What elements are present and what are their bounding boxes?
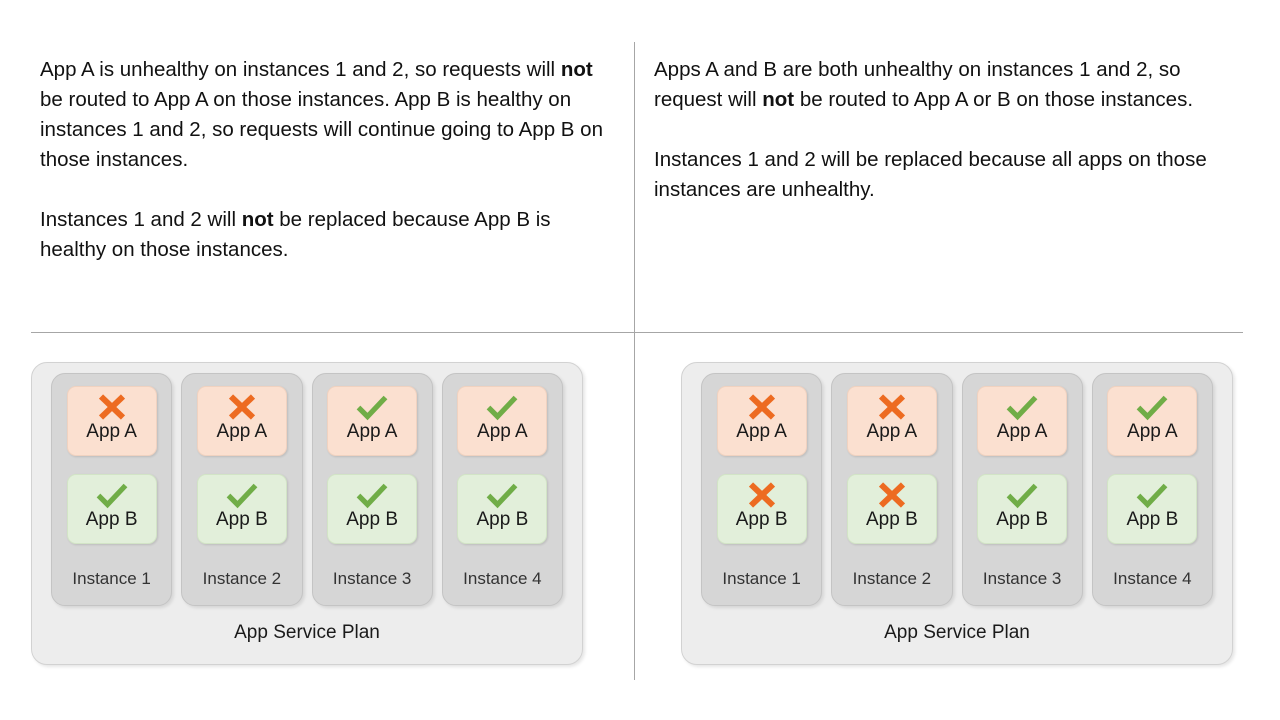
app-card-app-a[interactable]: App A — [327, 386, 418, 456]
app-card-label: App B — [865, 509, 918, 530]
app-card-app-b[interactable]: App B — [66, 474, 157, 544]
app-card-label: App B — [996, 509, 1048, 530]
app-card-label: App B — [215, 509, 268, 530]
paragraph-1: App A is unhealthy on instances 1 and 2,… — [40, 55, 606, 175]
app-card-app-b[interactable]: App B — [1107, 474, 1198, 544]
app-card-app-a[interactable]: App A — [977, 386, 1068, 456]
body-text: Instances 1 and 2 will — [40, 208, 242, 231]
instance-card[interactable]: App A App B Instance 2 — [831, 373, 953, 606]
body-text: be routed to App A or B on those instanc… — [794, 88, 1194, 111]
check-icon — [1137, 483, 1168, 509]
app-card-label: App A — [216, 421, 268, 442]
cross-icon — [748, 482, 775, 508]
emphasis-text: not — [560, 58, 593, 81]
app-card-label: App A — [346, 421, 398, 442]
instance-label: Instance 2 — [202, 569, 282, 588]
app-card-app-b[interactable]: App B — [716, 474, 807, 544]
app-card-label: App A — [736, 421, 787, 442]
app-card-label: App B — [1126, 509, 1179, 530]
app-card-label: App A — [477, 421, 528, 442]
instance-card[interactable]: App A App B Instance 3 — [311, 373, 433, 606]
app-card-label: App A — [866, 421, 918, 442]
vertical-divider — [634, 42, 635, 680]
app-card-app-a[interactable]: App A — [846, 386, 937, 456]
app-card-app-b[interactable]: App B — [846, 474, 937, 544]
right-description-text: Apps A and B are both unhealthy on insta… — [654, 55, 1212, 205]
app-card-label: App B — [476, 509, 529, 530]
paragraph-2: Instances 1 and 2 will be replaced becau… — [654, 145, 1212, 205]
app-card-app-a[interactable]: App A — [196, 386, 287, 456]
instance-card[interactable]: App A App B Instance 1 — [701, 373, 823, 606]
right-plan-label: App Service Plan — [884, 622, 1030, 643]
app-card-label: App B — [85, 509, 138, 530]
app-card-label: App A — [1127, 421, 1178, 442]
app-card-label: App A — [86, 421, 137, 442]
instance-label: Instance 3 — [332, 569, 412, 588]
app-card-app-b[interactable]: App B — [196, 474, 287, 544]
instance-card[interactable]: App A App B Instance 4 — [1091, 373, 1213, 606]
instance-card[interactable]: App A App B Instance 3 — [961, 373, 1083, 606]
left-instances-row: App A App B Instance 1 App A App B Instance 2… — [51, 373, 563, 606]
body-text: Apps A and B are both unhealthy on insta… — [654, 58, 1181, 111]
check-icon — [356, 483, 388, 509]
app-card-app-a[interactable]: App A — [457, 386, 548, 456]
check-icon — [1006, 395, 1038, 421]
instance-label: Instance 2 — [852, 569, 932, 588]
app-card-label: App B — [346, 509, 398, 530]
cross-icon — [98, 394, 125, 420]
app-card-app-b[interactable]: App B — [977, 474, 1068, 544]
app-card-app-b[interactable]: App B — [327, 474, 418, 544]
left-description-text: App A is unhealthy on instances 1 and 2,… — [40, 55, 606, 265]
cross-icon — [878, 394, 905, 420]
check-icon — [487, 395, 518, 421]
right-instances-row: App A App B Instance 1 App A App B Instance 2… — [701, 373, 1213, 606]
left-app-service-plan: App A App B Instance 1 App A App B Instance 2… — [31, 362, 583, 665]
instance-card[interactable]: App A App B Instance 2 — [181, 373, 303, 606]
instance-label: Instance 4 — [463, 569, 542, 588]
app-card-app-b[interactable]: App B — [457, 474, 548, 544]
cross-icon — [878, 482, 905, 508]
check-icon — [356, 395, 388, 421]
app-card-label: App A — [996, 421, 1048, 442]
instance-label: Instance 1 — [722, 569, 801, 588]
check-icon — [1006, 483, 1038, 509]
cross-icon — [228, 394, 255, 420]
instance-label: Instance 3 — [982, 569, 1062, 588]
paragraph-1: Apps A and B are both unhealthy on insta… — [654, 55, 1212, 115]
app-card-app-a[interactable]: App A — [66, 386, 157, 456]
instance-label: Instance 1 — [72, 569, 151, 588]
paragraph-2: Instances 1 and 2 will not be replaced b… — [40, 205, 606, 265]
body-text: be routed to App A on those instances. A… — [40, 88, 603, 171]
emphasis-text: not — [241, 208, 274, 231]
app-card-label: App B — [735, 509, 788, 530]
cross-icon — [748, 394, 775, 420]
check-icon — [226, 483, 258, 509]
check-icon — [96, 483, 128, 509]
instance-label: Instance 4 — [1113, 569, 1192, 588]
body-text: be replaced because App B is healthy on … — [40, 208, 551, 261]
horizontal-divider — [31, 332, 1243, 333]
left-plan-label: App Service Plan — [234, 622, 380, 643]
instance-card[interactable]: App A App B Instance 4 — [441, 373, 563, 606]
right-app-service-plan: App A App B Instance 1 App A App B Instance 2… — [681, 362, 1233, 665]
emphasis-text: not — [762, 88, 795, 111]
check-icon — [1137, 395, 1168, 421]
app-card-app-a[interactable]: App A — [716, 386, 807, 456]
app-card-app-a[interactable]: App A — [1107, 386, 1198, 456]
body-text: Instances 1 and 2 will be replaced becau… — [654, 148, 1207, 201]
check-icon — [487, 483, 518, 509]
body-text: App A is unhealthy on instances 1 and 2,… — [40, 58, 561, 81]
instance-card[interactable]: App A App B Instance 1 — [51, 373, 173, 606]
